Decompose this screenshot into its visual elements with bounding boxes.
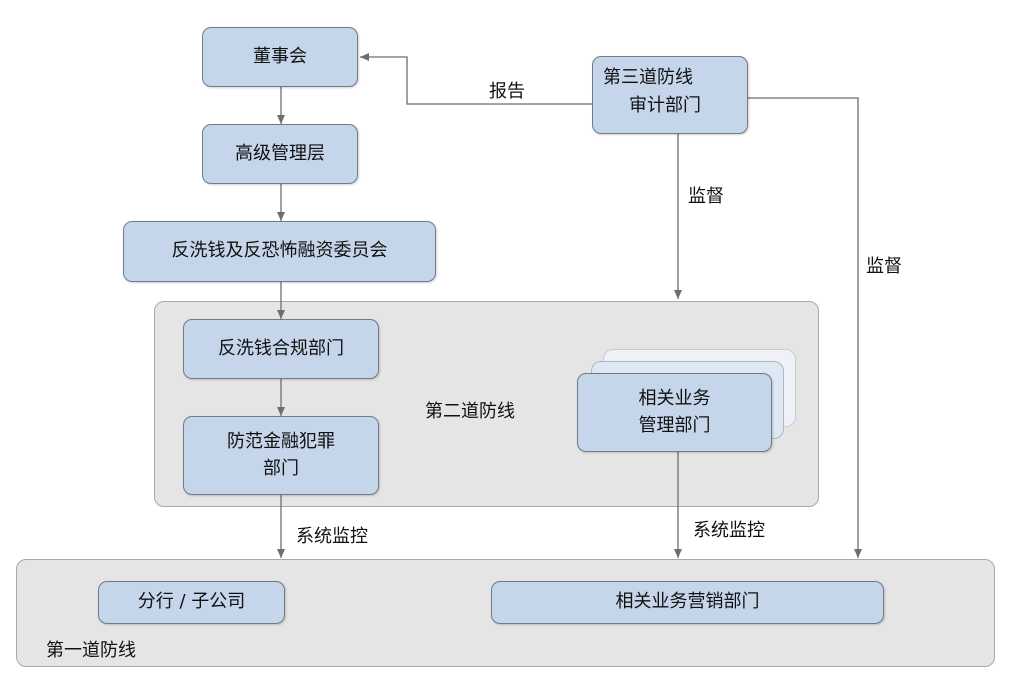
biz-mgmt-line2: 管理部门 xyxy=(638,414,711,436)
aml-committee-box: 反洗钱及反恐怖融资委员会 xyxy=(123,221,436,282)
audit-dept-label: 审计部门 xyxy=(629,94,701,116)
arrow-report-to-board xyxy=(360,53,592,105)
board-box: 董事会 xyxy=(202,27,358,87)
biz-marketing-label: 相关业务营销部门 xyxy=(615,591,760,613)
financial-crime-line2: 部门 xyxy=(263,457,299,479)
first-line-label: 第一道防线 xyxy=(46,640,136,661)
supervise-label-second-line: 监督 xyxy=(688,186,724,207)
biz-marketing-box: 相关业务营销部门 xyxy=(491,581,884,624)
second-line-label: 第二道防线 xyxy=(425,401,515,422)
aml-committee-label: 反洗钱及反恐怖融资委员会 xyxy=(171,240,388,262)
senior-management-box: 高级管理层 xyxy=(202,124,358,184)
biz-mgmt-box: 相关业务 管理部门 xyxy=(577,373,772,452)
board-label: 董事会 xyxy=(253,45,307,67)
third-line-title: 第三道防线 xyxy=(603,67,693,88)
branch-box: 分行 / 子公司 xyxy=(98,581,285,624)
system-monitor-label-left: 系统监控 xyxy=(296,526,368,547)
financial-crime-line1: 防范金融犯罪 xyxy=(227,431,335,453)
aml-compliance-label: 反洗钱合规部门 xyxy=(218,337,344,359)
report-label: 报告 xyxy=(489,81,525,102)
aml-compliance-box: 反洗钱合规部门 xyxy=(183,319,379,379)
supervise-label-first-line: 监督 xyxy=(866,256,902,277)
financial-crime-box: 防范金融犯罪 部门 xyxy=(183,416,379,495)
biz-mgmt-line1: 相关业务 xyxy=(638,388,711,410)
senior-management-label: 高级管理层 xyxy=(235,142,325,164)
branch-label: 分行 / 子公司 xyxy=(137,591,246,613)
third-line-audit-box: 第三道防线 审计部门 xyxy=(592,56,748,134)
arrow-audit-supervise-first xyxy=(748,97,862,558)
system-monitor-label-right: 系统监控 xyxy=(693,520,765,541)
